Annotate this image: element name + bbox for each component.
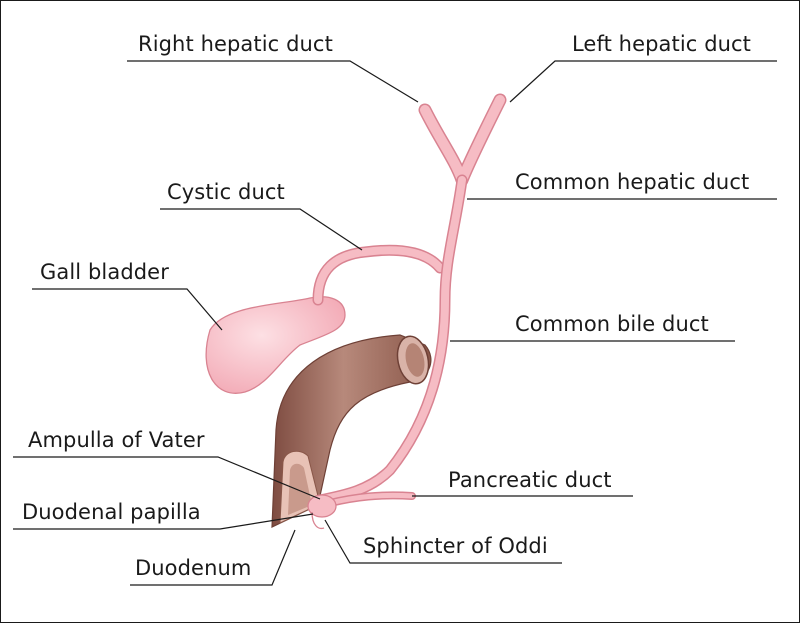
label-right-hepatic-duct: Right hepatic duct: [138, 32, 333, 56]
leader-left-hepatic: [509, 60, 777, 103]
label-pancreatic-duct: Pancreatic duct: [448, 468, 612, 492]
leader-lines: [13, 60, 777, 586]
label-ampulla-of-vater: Ampulla of Vater: [28, 428, 205, 452]
label-left-hepatic-duct: Left hepatic duct: [572, 32, 752, 56]
leader-right-hepatic: [127, 60, 419, 103]
ampulla-shape: [307, 494, 337, 518]
leader-sphincter: [324, 519, 562, 564]
leader-cystic: [160, 208, 363, 251]
label-cystic-duct: Cystic duct: [167, 180, 285, 204]
label-gall-bladder: Gall bladder: [40, 260, 169, 284]
leader-gall-bladder: [32, 288, 223, 331]
duodenum-shape: [271, 334, 432, 528]
label-duodenal-papilla: Duodenal papilla: [22, 500, 201, 524]
label-duodenum: Duodenum: [135, 556, 252, 580]
leader-duodenum: [130, 529, 296, 586]
gall-bladder-shape: [205, 296, 346, 394]
label-common-bile-duct: Common bile duct: [515, 312, 709, 336]
leader-ampulla: [13, 456, 321, 500]
leader-duodenal-papilla: [13, 513, 314, 530]
label-common-hepatic-duct: Common hepatic duct: [515, 170, 750, 194]
hepatic-ducts-shape: [418, 93, 507, 187]
label-sphincter-of-oddi: Sphincter of Oddi: [363, 534, 548, 558]
